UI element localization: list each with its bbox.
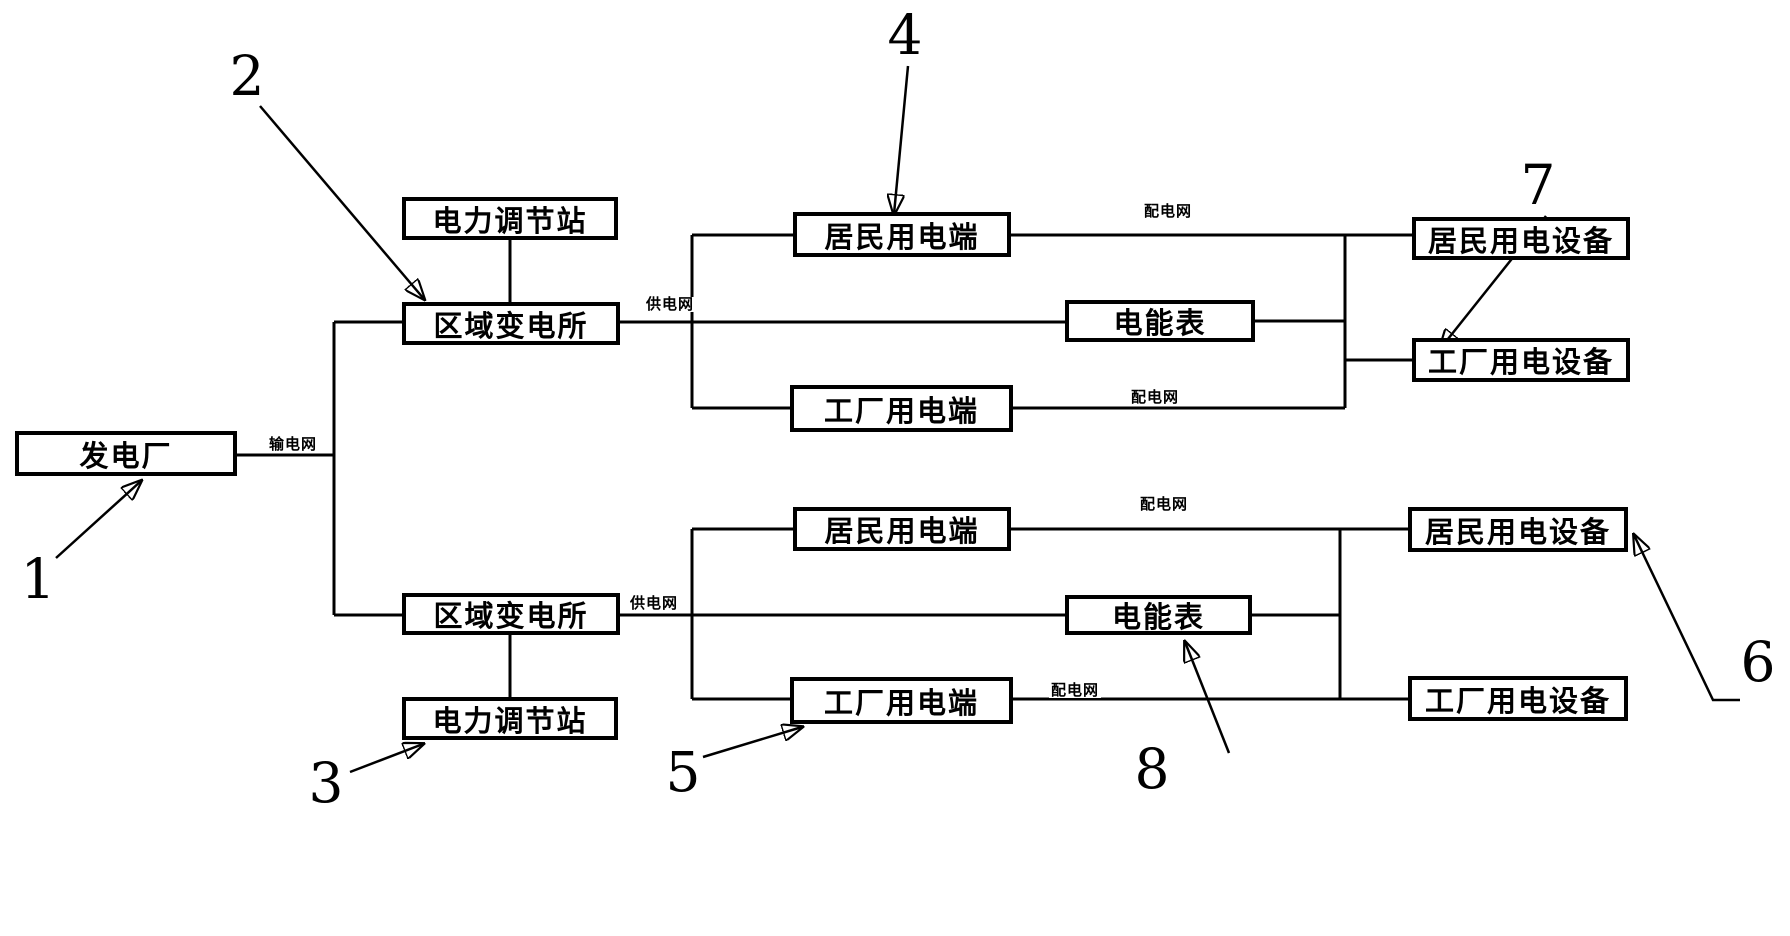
regulator-top-label: 电力调节站 <box>432 203 588 238</box>
meter-top-box: 电能表 <box>1065 300 1255 342</box>
wire-label-supply-grid-top: 供电网 <box>643 295 697 313</box>
callout-arrow-2 <box>259 105 424 299</box>
substation-bottom-box: 区域变电所 <box>402 593 620 635</box>
callout-number-8: 8 <box>1134 737 1170 801</box>
resident-terminal-bottom-box: 居民用电端 <box>793 507 1011 551</box>
factory-terminal-bottom-box: 工厂用电端 <box>790 677 1013 724</box>
factory-terminal-bottom-label: 工厂用电端 <box>823 685 979 720</box>
factory-terminal-top-label: 工厂用电端 <box>823 393 979 428</box>
power-plant-box: 发电厂 <box>15 431 237 476</box>
power-plant-label: 发电厂 <box>79 438 173 473</box>
meter-bottom-box: 电能表 <box>1065 595 1252 635</box>
wire-label-distribution-grid-top-resident: 配电网 <box>1141 202 1195 220</box>
resident-equipment-top-box: 居民用电设备 <box>1412 217 1630 260</box>
regulator-bottom-label: 电力调节站 <box>432 703 588 738</box>
resident-terminal-top-label: 居民用电端 <box>824 219 980 254</box>
regulator-bottom-box: 电力调节站 <box>402 697 618 740</box>
callout-arrow-3 <box>349 744 423 774</box>
resident-terminal-top-box: 居民用电端 <box>793 212 1011 257</box>
resident-equipment-bottom-label: 居民用电设备 <box>1424 514 1611 549</box>
factory-equipment-bottom-box: 工厂用电设备 <box>1408 676 1628 721</box>
wire-label-supply-grid-bottom: 供电网 <box>627 594 681 612</box>
callout-number-1: 1 <box>20 547 56 611</box>
callout-number-7: 7 <box>1520 153 1556 217</box>
factory-equipment-bottom-label: 工厂用电设备 <box>1424 683 1611 718</box>
factory-terminal-top-box: 工厂用电端 <box>790 385 1013 432</box>
callout-arrow-1 <box>55 481 141 559</box>
callout-arrow-4 <box>894 65 910 214</box>
meter-top-label: 电能表 <box>1113 306 1207 340</box>
callout-number-6: 6 <box>1740 630 1776 694</box>
callout-arrow-8 <box>1185 642 1231 754</box>
resident-equipment-bottom-box: 居民用电设备 <box>1408 507 1628 552</box>
wire-label-distribution-grid-top-factory: 配电网 <box>1128 388 1182 406</box>
wire-label-distribution-grid-bottom-resident: 配电网 <box>1137 495 1191 513</box>
substation-top-box: 区域变电所 <box>402 302 620 345</box>
substation-top-label: 区域变电所 <box>433 308 589 343</box>
factory-equipment-top-box: 工厂用电设备 <box>1412 338 1630 382</box>
wire-label-transmission-grid: 输电网 <box>266 435 320 453</box>
substation-bottom-label: 区域变电所 <box>433 599 589 633</box>
wire-label-distribution-grid-bottom-factory: 配电网 <box>1048 681 1102 699</box>
callout-number-3: 3 <box>308 751 344 815</box>
callout-number-2: 2 <box>229 44 265 108</box>
resident-terminal-bottom-label: 居民用电端 <box>824 514 980 548</box>
meter-bottom-label: 电能表 <box>1111 600 1205 634</box>
callout-number-5: 5 <box>665 740 701 804</box>
factory-equipment-top-label: 工厂用电设备 <box>1427 345 1614 379</box>
callout-arrow-6 <box>1634 535 1740 702</box>
regulator-top-box: 电力调节站 <box>402 197 618 240</box>
resident-equipment-top-label: 居民用电设备 <box>1427 223 1614 258</box>
callout-arrow-5 <box>702 727 802 759</box>
callout-number-4: 4 <box>887 3 923 67</box>
